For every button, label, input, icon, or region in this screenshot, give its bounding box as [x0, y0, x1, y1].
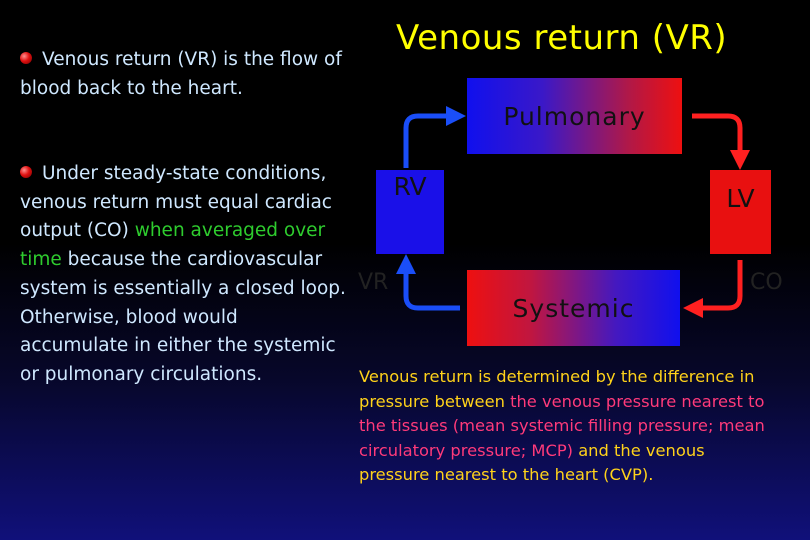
- systemic-label: Systemic: [512, 293, 635, 323]
- slide-title: Venous return (VR): [396, 18, 728, 58]
- point2-highlight: when averaged over time: [20, 220, 326, 271]
- rv-label: RV: [393, 172, 427, 201]
- left-ventricle-box: LV: [710, 170, 771, 254]
- pulmonary-circulation-box: Pulmonary: [467, 78, 682, 154]
- point2-text-c: because the cardiovascular system is ess…: [20, 249, 346, 385]
- point1-text: Venous return (VR) is the flow of blood …: [20, 49, 342, 99]
- point-steady-state: Under steady-state conditions, venous re…: [20, 160, 350, 390]
- bottom-text-part3: and the venous pressure nearest to the h…: [359, 440, 705, 485]
- venous-return-determinant-text: Venous return is determined by the diffe…: [359, 365, 779, 488]
- arrow-lv-to-systemic: [683, 260, 743, 318]
- bullet-icon: [20, 52, 32, 64]
- pulmonary-label: Pulmonary: [503, 101, 646, 131]
- arrow-systemic-to-rv: [396, 254, 460, 311]
- bottom-text-mcp-highlight: the venous pressure nearest to the tissu…: [359, 391, 765, 460]
- systemic-circulation-box: Systemic: [467, 270, 680, 346]
- point2-text-a: Under steady-state conditions, venous re…: [20, 163, 332, 242]
- arrow-pulmonary-to-lv: [692, 113, 750, 170]
- lv-label: LV: [726, 184, 755, 213]
- arrow-rv-to-pulmonary: [403, 106, 466, 168]
- point-venous-return-definition: Venous return (VR) is the flow of blood …: [20, 46, 350, 103]
- bullet-icon: [20, 166, 32, 178]
- bottom-text-part1: Venous return is determined by the diffe…: [359, 367, 755, 411]
- right-ventricle-box: RV: [376, 170, 444, 254]
- cardiac-output-label: CO: [750, 270, 783, 295]
- venous-return-label: VR: [358, 270, 389, 295]
